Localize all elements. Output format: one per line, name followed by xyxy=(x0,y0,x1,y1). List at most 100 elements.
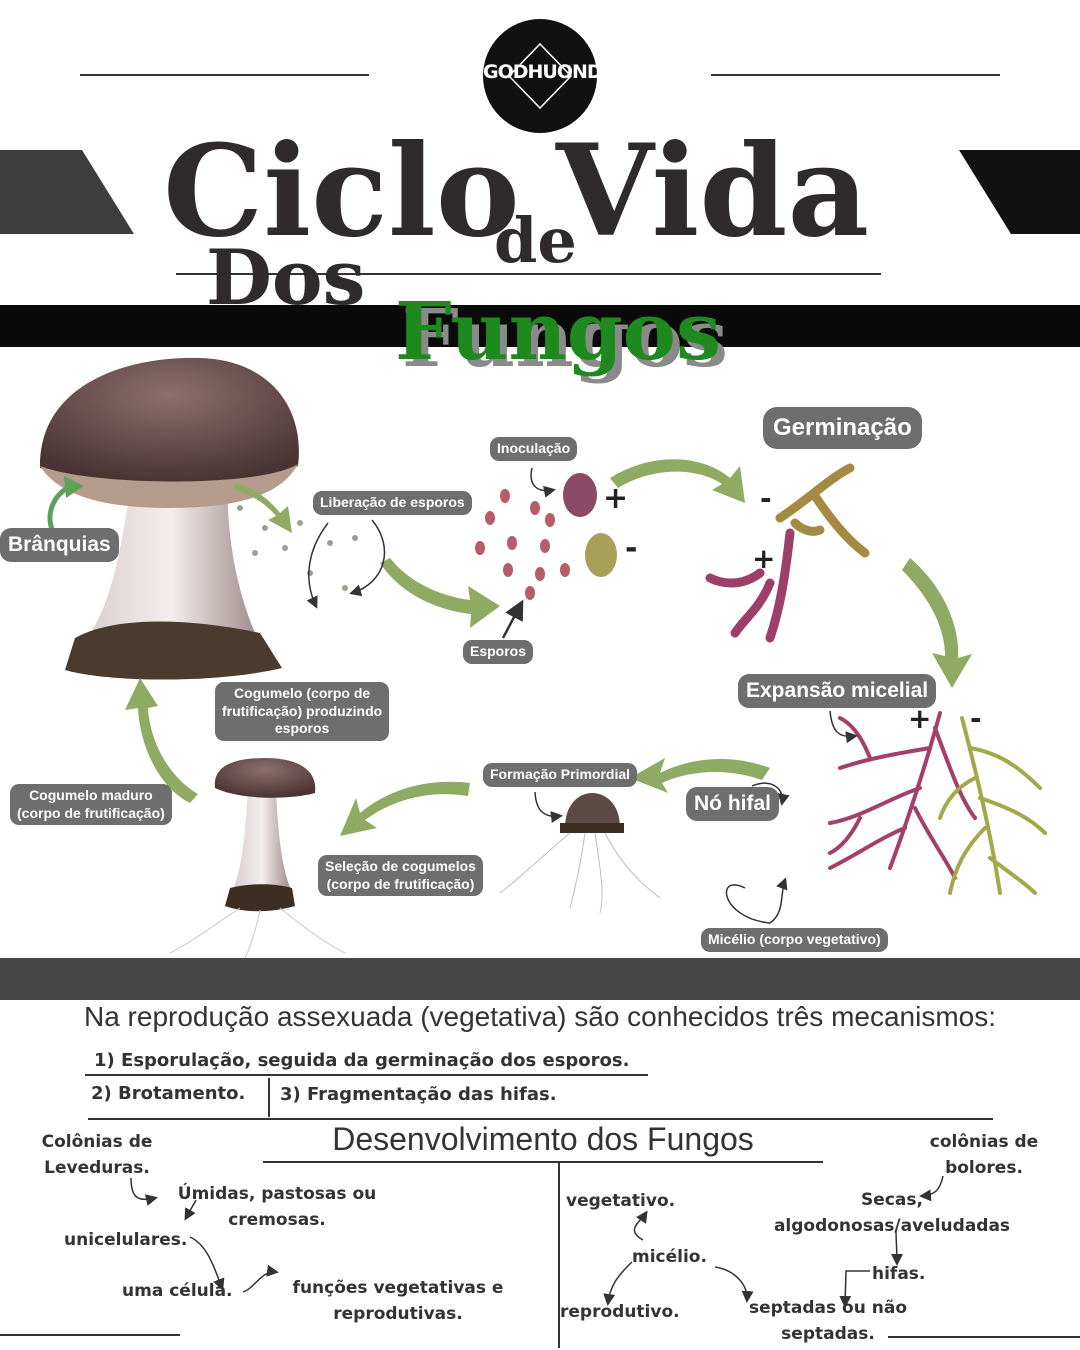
title-dos: Dos xyxy=(206,233,366,322)
label-expansao-micelial: Expansão micelial xyxy=(738,674,937,709)
small-mushroom-illustration xyxy=(169,758,346,958)
arrow-to-mature xyxy=(125,678,198,803)
micelio-vegetativo: vegetativo. xyxy=(566,1191,676,1211)
falling-spores xyxy=(237,505,358,591)
leveduras-heading-line1: Colônias de xyxy=(41,1132,153,1152)
title-de: de xyxy=(494,204,577,277)
micelio-label: micélio. xyxy=(632,1247,707,1267)
label-cogumelo-produzindo: Cogumelo (corpo de frutificação) produzi… xyxy=(215,682,390,741)
arrow-to-selection xyxy=(340,781,470,836)
leveduras-funcoes: funções vegetativas e reprodutivas. xyxy=(282,1276,514,1327)
reproduction-intro: Na reprodução assexuada (vegetativa) são… xyxy=(83,1001,997,1032)
germinating-hypha-plus xyxy=(705,528,795,643)
label-maduro-line2: (corpo de frutificação) xyxy=(17,804,165,821)
label-cogumelo-maduro: Cogumelo maduro (corpo de frutificação) xyxy=(10,784,172,825)
header-rule-left xyxy=(80,74,369,76)
plus-sign-1: + xyxy=(603,481,628,516)
leveduras-umidas-line1: Úmidas, pastosas ou xyxy=(177,1184,377,1204)
minus-sign-2: - xyxy=(760,482,772,515)
brand-logo: GODHUOND xyxy=(483,19,603,133)
minus-spore xyxy=(585,533,617,577)
leveduras-unicelulares: unicelulares. xyxy=(64,1230,188,1250)
bolores-secas-line2: algodonosas/aveludadas xyxy=(773,1215,1011,1236)
mycelium-plus-network xyxy=(828,711,977,880)
item-separator xyxy=(268,1078,270,1117)
bolores-septadas-line1: septadas ou não xyxy=(748,1298,908,1318)
item1-underline xyxy=(85,1074,648,1076)
reproduction-bottom-rule xyxy=(88,1118,993,1120)
gills-arrow-head xyxy=(64,476,84,498)
logo-text: GODHUOND xyxy=(483,61,603,83)
title-underline xyxy=(176,273,881,275)
plus-sign-3: + xyxy=(908,702,931,735)
bolores-hifas: hifas. xyxy=(872,1264,926,1284)
title-band xyxy=(0,305,1080,347)
plus-sign-2: + xyxy=(752,542,775,575)
label-liberacao-esporos: Liberação de esporos xyxy=(313,491,472,515)
life-cycle-diagram: + - - + + - xyxy=(39,357,1047,958)
arrow-to-expansion xyxy=(902,558,972,688)
label-branquias: Brânquias xyxy=(0,528,119,563)
plus-spore xyxy=(563,473,597,517)
primordium-illustration xyxy=(499,793,661,914)
bolores-septadas-line2: septadas. xyxy=(781,1323,875,1344)
arrow-to-spores xyxy=(380,558,500,628)
leveduras-uma-celula: uma célula. xyxy=(122,1281,233,1301)
label-selecao-line1: Seleção de cogumelos xyxy=(325,858,476,874)
arrow-to-germination xyxy=(610,459,745,503)
label-inoculacao: Inoculação xyxy=(490,437,578,461)
leveduras-umidas-line2: cremosas. xyxy=(228,1209,326,1230)
micelio-reprodutivo: reprodutivo. xyxy=(560,1302,680,1322)
leveduras-heading: Colônias de Leveduras. xyxy=(26,1130,168,1181)
leveduras-funcoes-line2: reprodutivas. xyxy=(333,1303,463,1324)
label-selecao-cogumelos: Seleção de cogumelos (corpo de frutifica… xyxy=(318,855,483,896)
label-cogumelo-line2: frutificação) produzindo xyxy=(222,702,383,719)
leveduras-umidas: Úmidas, pastosas ou cremosas. xyxy=(166,1182,388,1233)
reproduction-item-3: 3) Fragmentação das hifas. xyxy=(280,1084,557,1105)
label-micelio: Micélio (corpo vegetativo) xyxy=(701,928,888,952)
bottom-rule-left xyxy=(0,1334,180,1336)
left-trapezoid-decoration xyxy=(0,150,134,234)
title-ciclo: Ciclo xyxy=(163,117,520,265)
development-title: Desenvolvimento dos Fungos xyxy=(332,1121,754,1157)
bolores-secas: Secas, algodonosas/aveludadas xyxy=(755,1188,1029,1239)
large-mushroom-illustration xyxy=(39,357,299,680)
title-fungos: Fungos xyxy=(395,284,722,378)
germinating-hypha-minus xyxy=(775,463,870,558)
bottom-rule-right xyxy=(888,1336,1080,1338)
diamond-icon xyxy=(507,42,573,110)
development-center-divider xyxy=(558,1163,560,1348)
arrow-to-primordium xyxy=(630,758,770,793)
arrow-spore-release xyxy=(235,483,292,533)
label-maduro-line1: Cogumelo maduro xyxy=(29,787,153,803)
cycle-arrows xyxy=(125,459,972,836)
bolores-septadas: septadas ou não septadas. xyxy=(740,1296,916,1347)
spore-cluster xyxy=(475,489,570,600)
reproduction-item-1: 1) Esporulação, seguida da germinação do… xyxy=(94,1050,630,1071)
title-vida: Vida xyxy=(556,117,870,265)
dark-divider-band xyxy=(0,958,1080,1000)
development-connector-arrows xyxy=(130,1175,944,1308)
bolores-heading-line2: bolores. xyxy=(945,1157,1023,1178)
right-trapezoid-decoration xyxy=(959,150,1080,234)
header-rule-right xyxy=(711,74,1000,76)
minus-sign-1: - xyxy=(625,531,637,566)
label-selecao-line2: (corpo de frutificação) xyxy=(326,875,475,892)
label-no-hifal: Nó hifal xyxy=(686,787,779,822)
development-title-underline xyxy=(263,1161,823,1163)
label-esporos: Esporos xyxy=(463,640,534,664)
title-fungos-shadow: Fungos xyxy=(402,291,729,385)
label-pointer-arrows xyxy=(306,467,858,924)
bolores-heading: colônias de bolores. xyxy=(918,1130,1050,1181)
leveduras-heading-line2: Leveduras. xyxy=(44,1157,150,1178)
leveduras-funcoes-line1: funções vegetativas e xyxy=(292,1278,504,1298)
minus-sign-3: - xyxy=(970,702,982,735)
bolores-secas-line1: Secas, xyxy=(861,1190,923,1210)
label-formacao-primordial: Formação Primordial xyxy=(483,763,638,787)
reproduction-item-2: 2) Brotamento. xyxy=(91,1083,246,1104)
label-germinacao: Germinação xyxy=(763,407,922,449)
mycelium-minus-network xyxy=(938,716,1047,895)
label-cogumelo-line1: Cogumelo (corpo de xyxy=(234,685,371,701)
bolores-heading-line1: colônias de xyxy=(929,1132,1039,1152)
label-cogumelo-line3: esporos xyxy=(274,720,330,736)
